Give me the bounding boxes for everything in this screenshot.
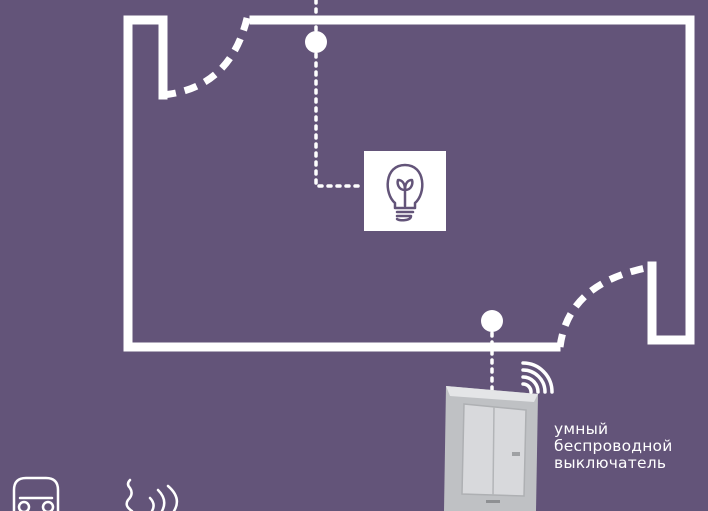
switch-label: умный беспроводной выключатель bbox=[554, 421, 673, 472]
ceiling-light-point bbox=[305, 31, 327, 53]
switch-point bbox=[481, 310, 503, 332]
switch-label-line-2: беспроводной bbox=[554, 438, 673, 455]
top-right-wall bbox=[254, 20, 690, 340]
wireless-switch bbox=[444, 386, 538, 511]
vacuum-robot-icon bbox=[14, 478, 58, 511]
top-left-wall bbox=[128, 20, 556, 347]
lightbulb-box bbox=[364, 151, 446, 231]
door-swing-top-left bbox=[163, 14, 248, 95]
switch-label-line-3: выключатель bbox=[554, 455, 673, 472]
sound-waves-icon bbox=[127, 480, 177, 511]
lamp-to-bulb-line bbox=[316, 54, 362, 186]
switch-label-line-1: умный bbox=[554, 421, 673, 438]
wifi-signal-icon bbox=[523, 363, 552, 392]
door-swing-bottom-right bbox=[560, 268, 646, 347]
